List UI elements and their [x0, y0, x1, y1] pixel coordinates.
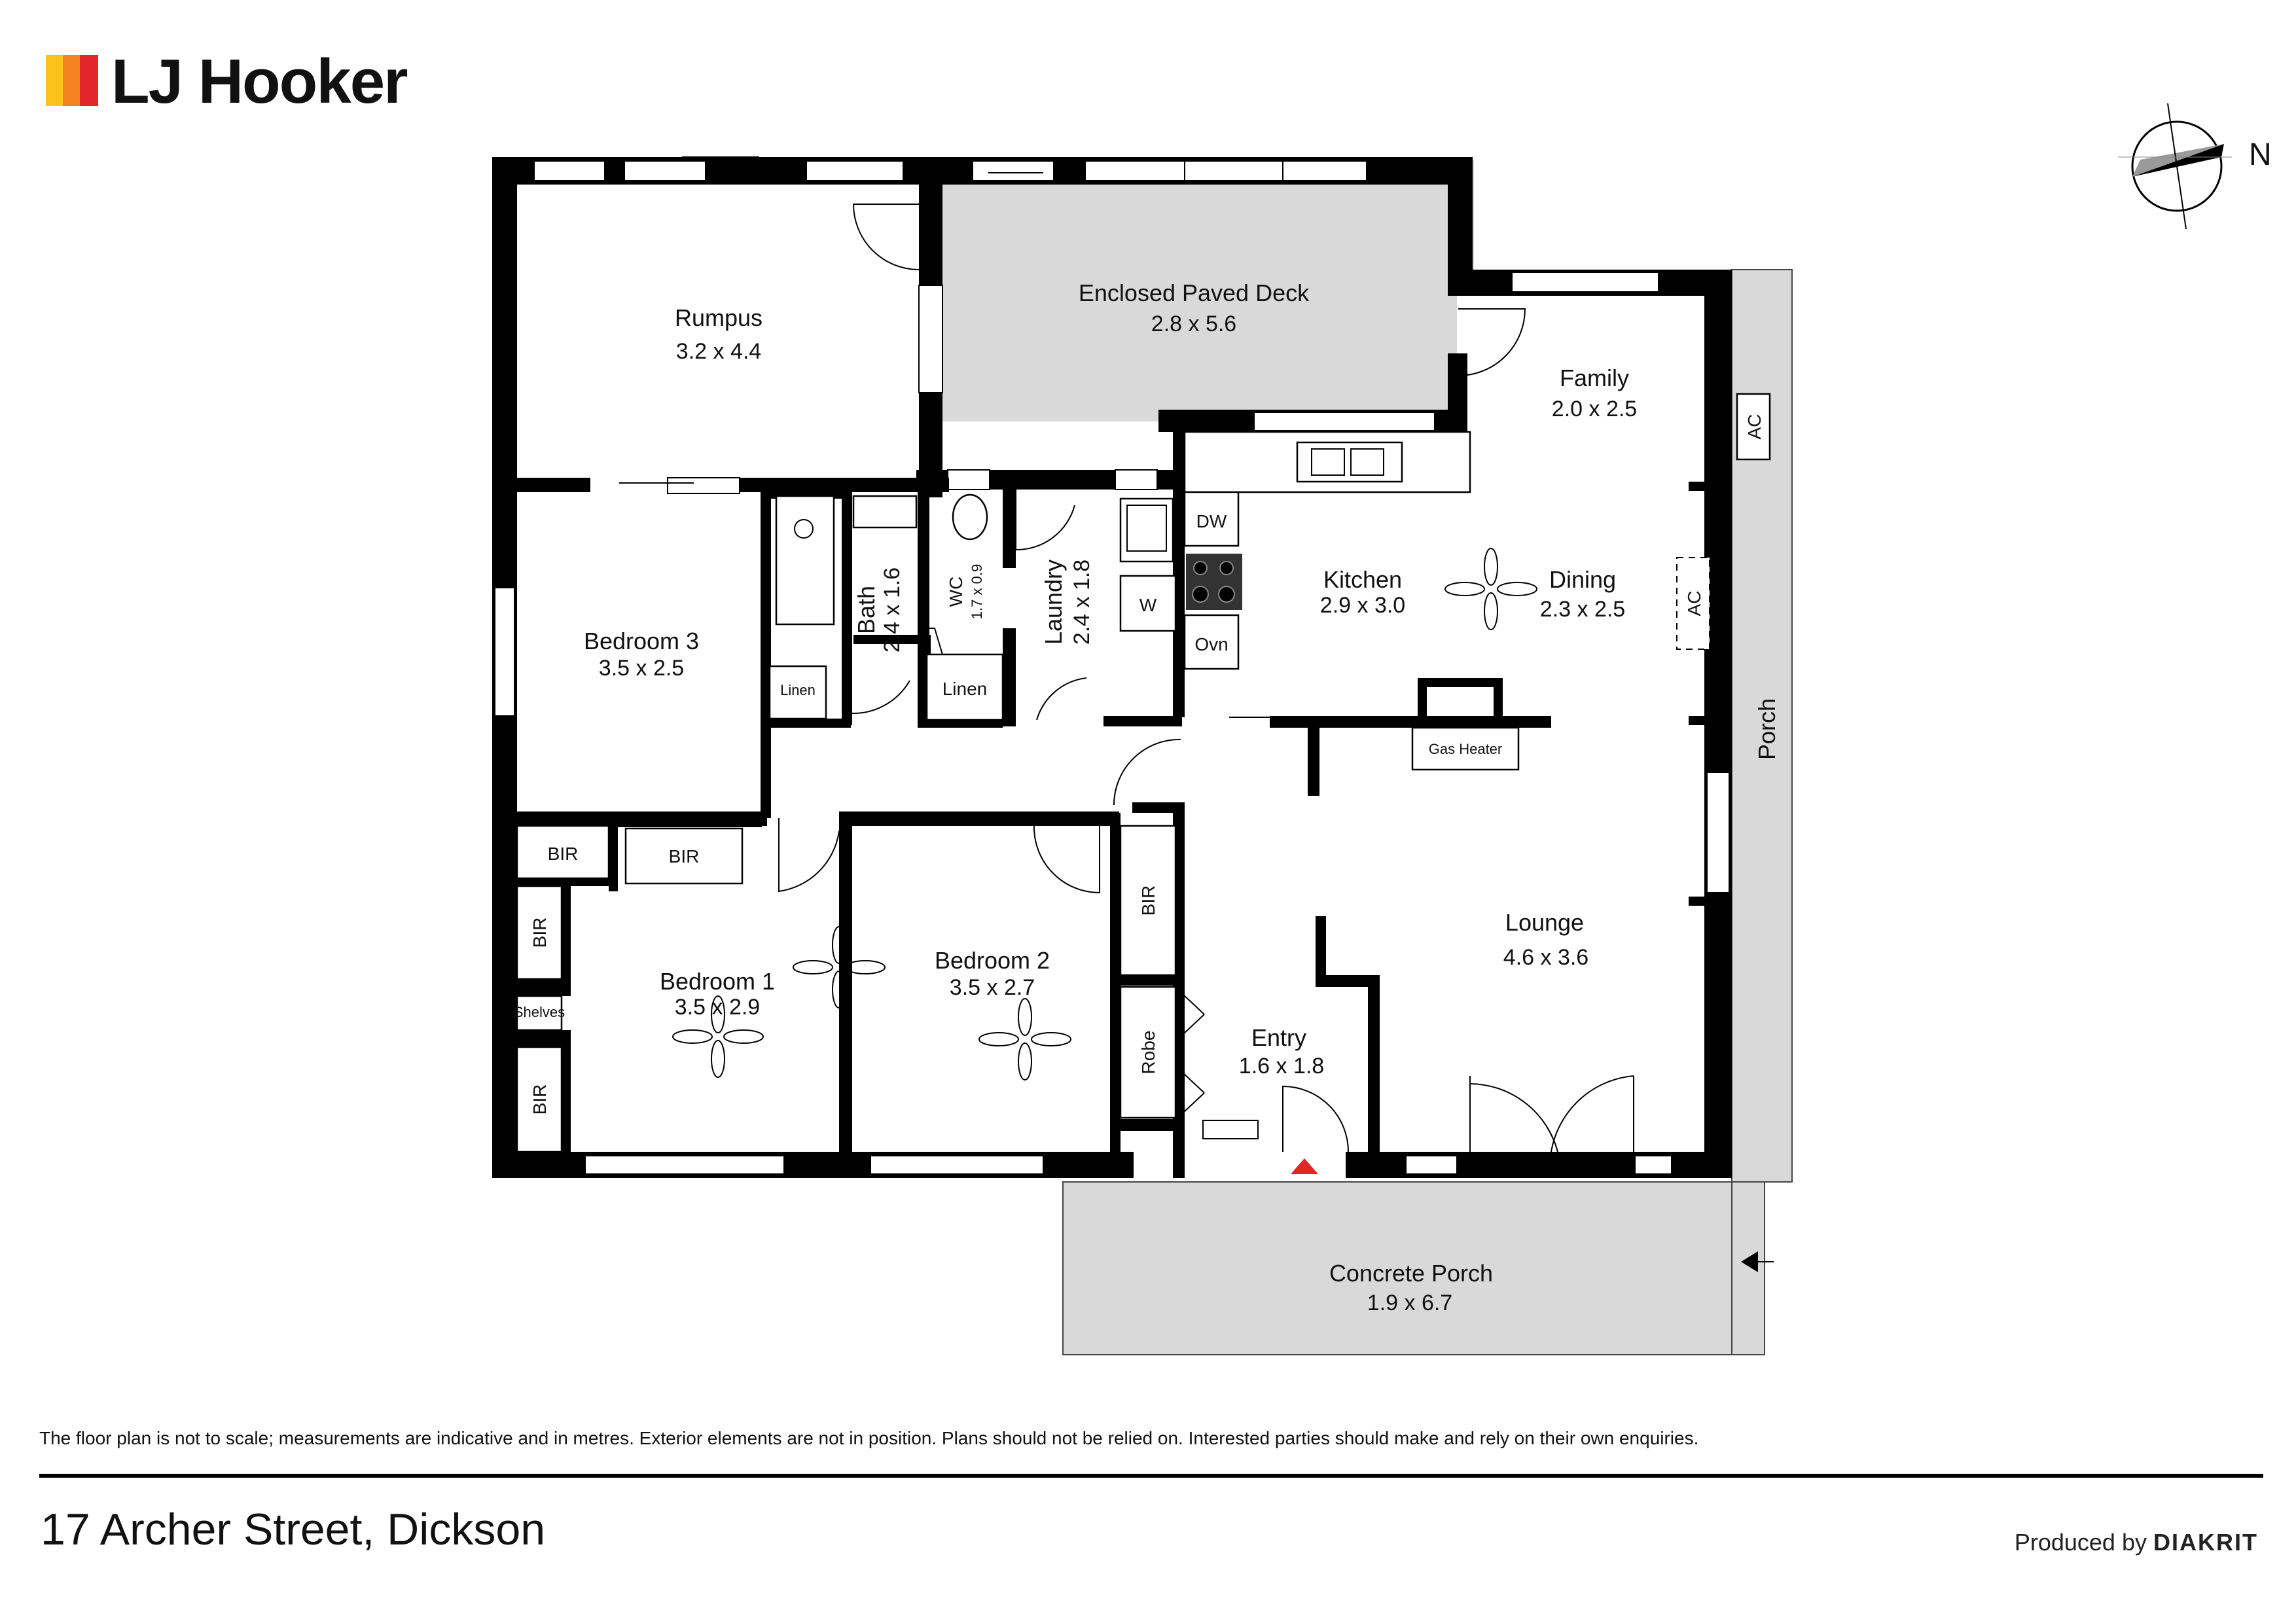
bir-label: BIR [529, 918, 550, 948]
room-name-rumpus: Rumpus [675, 304, 762, 331]
robe-label: Robe [1138, 1031, 1158, 1075]
deck-area [941, 160, 1457, 421]
doors [555, 156, 1634, 1178]
compass-north-label: N [2249, 137, 2272, 172]
room-name-deck: Enclosed Paved Deck [1079, 279, 1310, 306]
room-name-dining: Dining [1549, 566, 1616, 593]
room-dims-entry: 1.6 x 1.8 [1239, 1054, 1324, 1079]
room-labels: Rumpus 3.2 x 4.4 Enclosed Paved Deck 2.8… [584, 279, 1780, 1315]
linen-label: Linen [942, 679, 988, 699]
room-dims-bedroom2: 3.5 x 2.7 [950, 975, 1035, 1000]
producer-credit: Produced by DIAKRIT [2015, 1529, 2258, 1556]
bir-label: BIR [669, 846, 700, 866]
room-dims-dining: 2.3 x 2.5 [1540, 597, 1625, 622]
logo-wordmark: LJ Hooker [111, 46, 408, 116]
room-name-bath: Bath [853, 586, 880, 634]
room-name-laundry: Laundry [1040, 560, 1067, 645]
producer-name: DIAKRIT [2153, 1529, 2258, 1556]
property-address: 17 Archer Street, Dickson [41, 1505, 546, 1554]
room-name-bedroom3: Bedroom 3 [584, 628, 699, 654]
bir-label: BIR [1138, 885, 1158, 916]
lj-hooker-logo: LJ Hooker [46, 46, 408, 123]
room-name-porch: Porch [1753, 698, 1780, 760]
room-dims-deck: 2.8 x 5.6 [1151, 312, 1236, 336]
room-dims-laundry: 2.4 x 1.8 [1069, 560, 1094, 645]
room-dims-concrete-porch: 1.9 x 6.7 [1367, 1291, 1452, 1315]
windows [494, 160, 1730, 1175]
fixtures [672, 431, 1774, 1272]
room-name-kitchen: Kitchen [1323, 566, 1402, 593]
room-name-concrete-porch: Concrete Porch [1329, 1260, 1493, 1287]
room-dims-kitchen: 2.9 x 3.0 [1320, 593, 1405, 618]
room-dims-bedroom1: 3.5 x 2.9 [675, 995, 760, 1020]
room-name-entry: Entry [1251, 1024, 1306, 1051]
bir-label: BIR [529, 1084, 550, 1115]
concrete-porch-area [1062, 1181, 1765, 1355]
room-dims-bath: 2.4 x 1.6 [880, 567, 905, 652]
footer-divider [39, 1474, 2263, 1478]
room-dims-wc: 1.7 x 0.9 [969, 564, 985, 619]
gas-heater-label: Gas Heater [1429, 741, 1503, 757]
interior-walls [492, 406, 1708, 1178]
ac-label: AC [1684, 591, 1704, 616]
room-dims-lounge: 4.6 x 3.6 [1503, 945, 1588, 970]
room-dims-family: 2.0 x 2.5 [1552, 397, 1637, 421]
room-dims-rumpus: 3.2 x 4.4 [676, 339, 761, 364]
room-dims-bedroom3: 3.5 x 2.5 [599, 656, 684, 681]
ac-label: AC [1744, 414, 1765, 440]
produced-by-label: Produced by [2014, 1529, 2147, 1556]
linen-label: Linen [780, 682, 816, 698]
ceiling-fan-icon [672, 548, 1537, 1080]
room-name-family: Family [1560, 365, 1629, 391]
dishwasher-label: DW [1196, 511, 1227, 531]
room-name-bedroom1: Bedroom 1 [660, 968, 775, 995]
arrow-left-icon [1741, 1251, 1758, 1272]
room-name-bedroom2: Bedroom 2 [935, 947, 1050, 974]
room-name-wc: WC [946, 577, 966, 607]
room-name-lounge: Lounge [1505, 909, 1584, 936]
disclaimer: The floor plan is not to scale; measurem… [39, 1428, 1699, 1448]
oven-label: Ovn [1194, 634, 1228, 654]
logo-bars [46, 55, 99, 106]
entry-marker-icon [1291, 1158, 1318, 1174]
bir-label: BIR [548, 844, 579, 864]
shelves-label: Shelves [514, 1004, 565, 1020]
washer-label: W [1139, 595, 1157, 615]
compass-icon: N [2118, 103, 2272, 230]
